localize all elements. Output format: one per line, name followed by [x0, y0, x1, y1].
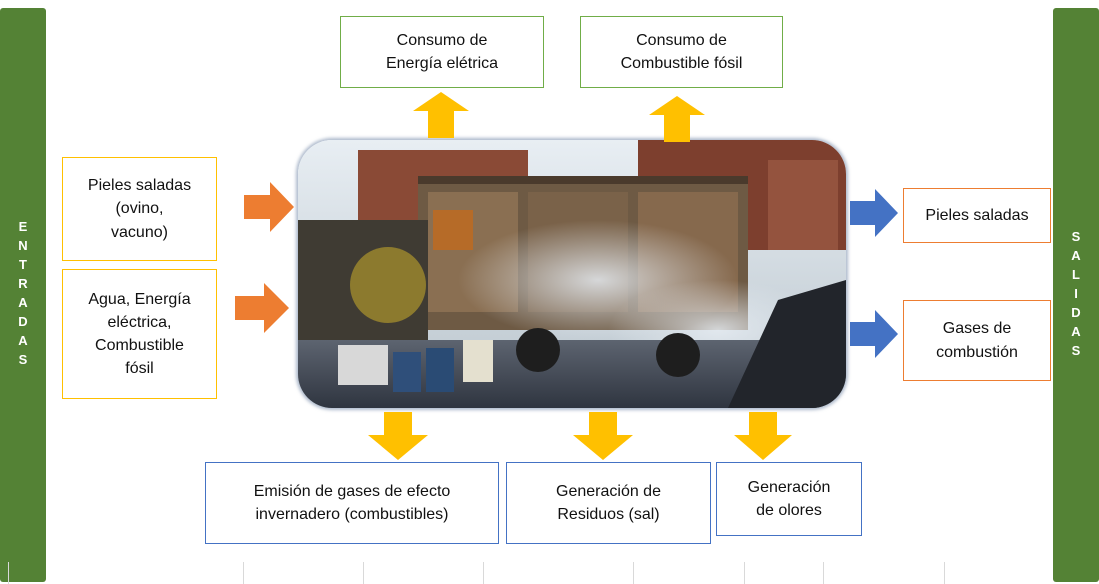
divider-tick [944, 562, 945, 584]
divider-tick [8, 562, 9, 584]
divider-tick [483, 562, 484, 584]
pieles-input-box: Pieles saladas (ovino, vacuno) [62, 157, 217, 261]
residuos-text: Generación de Residuos (sal) [556, 482, 661, 523]
consumo-energia-box: Consumo de Energía elétrica [340, 16, 544, 88]
salidas-bar: SALIDAS [1053, 8, 1099, 582]
arrow-up-energia [413, 92, 469, 138]
arrow-right-gases-output [850, 310, 898, 358]
arrow-up-combustible [649, 96, 705, 142]
agua-energia-input-text: Agua, Energía eléctrica, Combustible fós… [88, 290, 191, 378]
pieles-input-text: Pieles saladas (ovino, vacuno) [87, 177, 192, 241]
divider-tick [363, 562, 364, 584]
olores-text: Generación de olores [747, 478, 831, 519]
process-photo [298, 140, 846, 408]
arrow-down-residuos [573, 412, 633, 460]
divider-tick [823, 562, 824, 584]
consumo-energia-text: Consumo de Energía elétrica [385, 31, 499, 72]
arrow-right-pieles-output [850, 189, 898, 237]
consumo-combustible-text: Consumo de Combustible fósil [620, 31, 743, 72]
arrow-down-olores [734, 412, 792, 460]
salidas-label: SALIDAS [1068, 228, 1084, 362]
pieles-output-box: Pieles saladas [903, 188, 1051, 243]
divider-tick [744, 562, 745, 584]
arrow-down-emision [368, 412, 428, 460]
emision-gases-text: Emisión de gases de efecto invernadero (… [253, 482, 451, 523]
agua-energia-input-box: Agua, Energía eléctrica, Combustible fós… [62, 269, 217, 399]
divider-tick [243, 562, 244, 584]
consumo-combustible-box: Consumo de Combustible fósil [580, 16, 783, 88]
emision-gases-box: Emisión de gases de efecto invernadero (… [205, 462, 499, 544]
pieles-output-text: Pieles saladas [925, 206, 1029, 224]
olores-box: Generación de olores [716, 462, 862, 536]
divider-tick [633, 562, 634, 584]
entradas-label: ENTRADAS [15, 219, 31, 371]
gases-output-box: Gases de combustión [903, 300, 1051, 381]
gases-output-text: Gases de combustión [936, 320, 1018, 361]
arrow-right-agua-input [235, 283, 289, 333]
residuos-box: Generación de Residuos (sal) [506, 462, 711, 544]
entradas-bar: ENTRADAS [0, 8, 46, 582]
arrow-right-pieles-input [244, 182, 294, 232]
